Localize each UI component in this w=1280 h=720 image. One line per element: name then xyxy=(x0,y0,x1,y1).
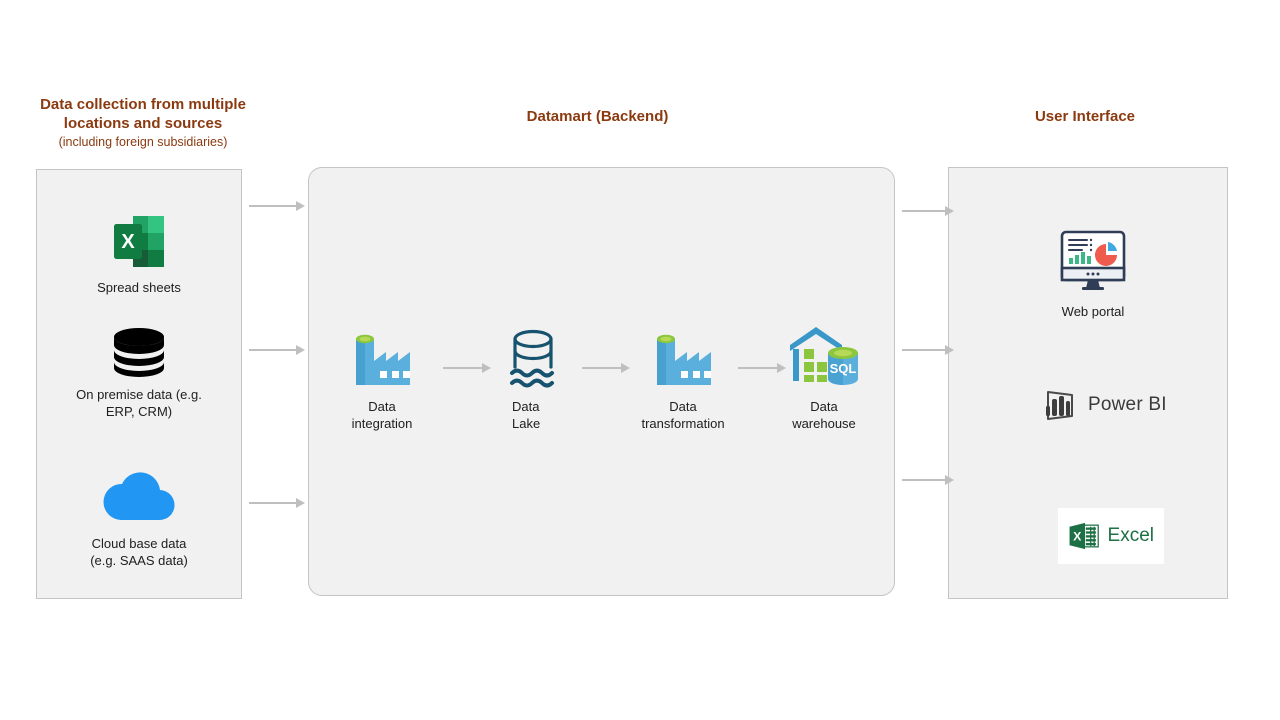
sources-heading-subtitle: (including foreign subsidiaries) xyxy=(58,135,228,149)
arrow-onpremise-to-datamart xyxy=(249,345,305,355)
node-on-premise-data: On premise data (e.g. ERP, CRM) xyxy=(46,325,232,420)
arrow-datamart-to-excel xyxy=(902,475,954,485)
warehouse-sql-icon: SQL xyxy=(790,327,858,385)
factory-icon-wrap-2 xyxy=(620,327,746,389)
arrow-cloud-to-datamart xyxy=(249,498,305,508)
cloud-icon xyxy=(103,472,175,521)
sources-heading-line1: Data collection from multiple xyxy=(40,96,246,113)
node-cloud-base-data: Cloud base data (e.g. SAAS data) xyxy=(46,468,232,569)
node-excel: X Excel xyxy=(1058,508,1164,564)
sql-badge-text: SQL xyxy=(830,361,857,376)
power-bi-icon xyxy=(1046,391,1073,420)
factory-icon xyxy=(356,334,410,385)
node-data-transformation: Data transformation xyxy=(620,327,746,432)
power-bi-logo-row: Power BI xyxy=(1040,388,1180,422)
node-label: Data Lake xyxy=(512,399,541,431)
svg-text:X: X xyxy=(121,231,135,253)
monitor-dashboard-icon-wrap xyxy=(1000,228,1186,294)
sources-column-heading: Data collection from multiple locations … xyxy=(18,95,268,151)
excel-logo-card: X Excel xyxy=(1058,508,1164,564)
excel-modern-icon: X xyxy=(114,216,164,267)
node-label: Data integration xyxy=(351,399,413,431)
database-stack-icon-wrap xyxy=(46,325,232,377)
node-label: Spread sheets xyxy=(97,280,181,295)
arrow-spreadsheets-to-datamart xyxy=(249,201,305,211)
node-label: Data warehouse xyxy=(792,399,856,431)
datamart-column-heading: Datamart (Backend) xyxy=(526,108,669,125)
arrow-transformation-to-warehouse xyxy=(738,363,786,373)
node-data-integration: Data integration xyxy=(327,327,437,432)
arrow-datamart-to-powerbi xyxy=(902,345,954,355)
excel-classic-icon: X xyxy=(1069,522,1099,550)
monitor-dashboard-icon xyxy=(1060,230,1126,290)
power-bi-label: Power BI xyxy=(1088,394,1167,415)
database-stack-icon xyxy=(114,328,164,377)
sources-heading-line2: locations and sources xyxy=(63,115,223,132)
node-power-bi: Power BI xyxy=(1040,388,1180,422)
arrow-integration-to-lake xyxy=(443,363,491,373)
node-label: On premise data (e.g. ERP, CRM) xyxy=(76,387,202,419)
arrow-lake-to-transformation xyxy=(582,363,630,373)
node-data-lake: Data Lake xyxy=(487,327,579,432)
warehouse-sql-icon-wrap: SQL xyxy=(768,323,880,389)
node-label: Data transformation xyxy=(641,399,725,431)
node-label: Cloud base data (e.g. SAAS data) xyxy=(90,536,188,568)
node-web-portal: Web portal xyxy=(1000,228,1186,320)
excel-modern-icon-wrap: X xyxy=(56,214,222,270)
factory-icon xyxy=(657,334,711,385)
excel-label: Excel xyxy=(1107,525,1154,546)
arrow-datamart-to-webportal xyxy=(902,206,954,216)
node-spread-sheets: X Spread sheets xyxy=(56,214,222,296)
factory-icon-wrap xyxy=(327,327,437,389)
cloud-icon-wrap xyxy=(46,468,232,526)
data-lake-icon-wrap xyxy=(487,327,579,389)
data-lake-icon xyxy=(510,329,554,388)
svg-text:X: X xyxy=(1073,530,1082,544)
node-data-warehouse: SQL Data warehouse xyxy=(768,323,880,432)
node-label: Web portal xyxy=(1061,304,1125,319)
user-interface-column-heading: User Interface xyxy=(1034,108,1136,125)
